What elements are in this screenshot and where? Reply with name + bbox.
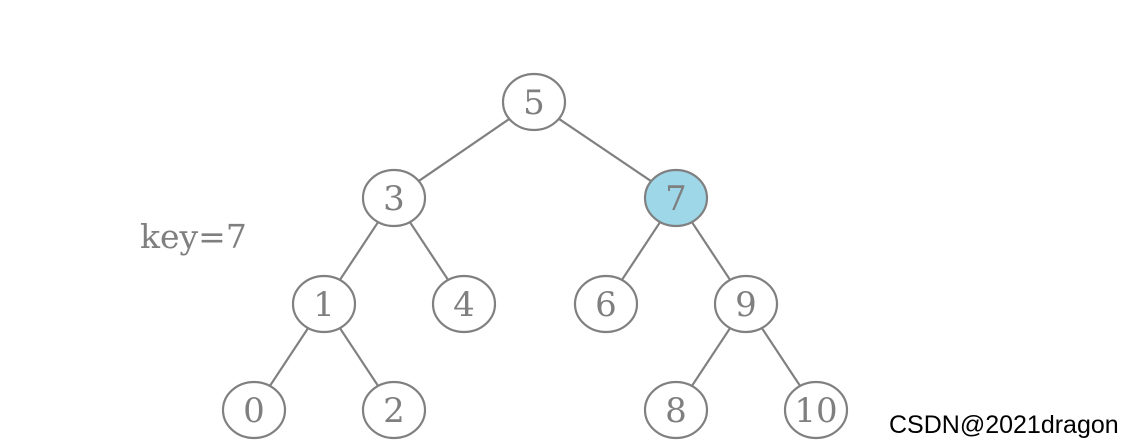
tree-node-8: 8: [643, 380, 709, 440]
node-circle: [713, 274, 779, 334]
tree-node-4: 4: [431, 274, 497, 334]
node-label: 0: [243, 391, 265, 431]
node-circle: [361, 168, 427, 228]
tree-node-0: 0: [221, 380, 287, 440]
node-label: 7: [665, 179, 687, 219]
tree-node-1: 1: [291, 274, 357, 334]
edge-n9-n10: [760, 327, 802, 387]
search-key-label: key=7: [140, 217, 247, 256]
tree-node-10: 10: [783, 380, 849, 440]
tree-nodes: 5 3 7 1 4 6 9 0 2 8 10: [221, 72, 849, 440]
node-circle: [573, 274, 639, 334]
tree-node-9: 9: [713, 274, 779, 334]
node-label: 5: [523, 83, 545, 123]
node-label: 9: [735, 285, 757, 325]
node-label: 1: [313, 285, 335, 325]
tree-node-2: 2: [361, 380, 427, 440]
tree-node-7: 7: [643, 168, 709, 228]
node-label: 8: [665, 391, 687, 431]
edge-n1-n0: [268, 327, 310, 387]
edge-n5-n3: [418, 118, 510, 182]
tree-node-3: 3: [361, 168, 427, 228]
tree-node-6: 6: [573, 274, 639, 334]
node-label: 10: [794, 391, 837, 431]
node-circle: [361, 380, 427, 440]
node-circle: [221, 380, 287, 440]
edge-n3-n4: [408, 221, 450, 281]
node-circle: [783, 380, 849, 440]
highlighted-node-circle: [643, 168, 709, 228]
node-circle: [431, 274, 497, 334]
node-label: 3: [383, 179, 405, 219]
tree-node-5: 5: [501, 72, 567, 132]
node-circle: [501, 72, 567, 132]
edge-n7-n9: [690, 221, 732, 281]
node-label: 4: [453, 285, 475, 325]
edge-n9-n8: [690, 327, 732, 387]
watermark: CSDN@2021dragon: [889, 411, 1119, 439]
edge-n7-n6: [620, 221, 662, 281]
edge-n1-n2: [338, 327, 380, 387]
node-circle: [291, 274, 357, 334]
tree-edges: [268, 117, 802, 387]
node-circle: [643, 380, 709, 440]
node-label: 2: [383, 391, 405, 431]
edge-n3-n1: [338, 221, 380, 281]
node-label: 6: [595, 285, 617, 325]
edge-n5-n7: [558, 117, 652, 183]
